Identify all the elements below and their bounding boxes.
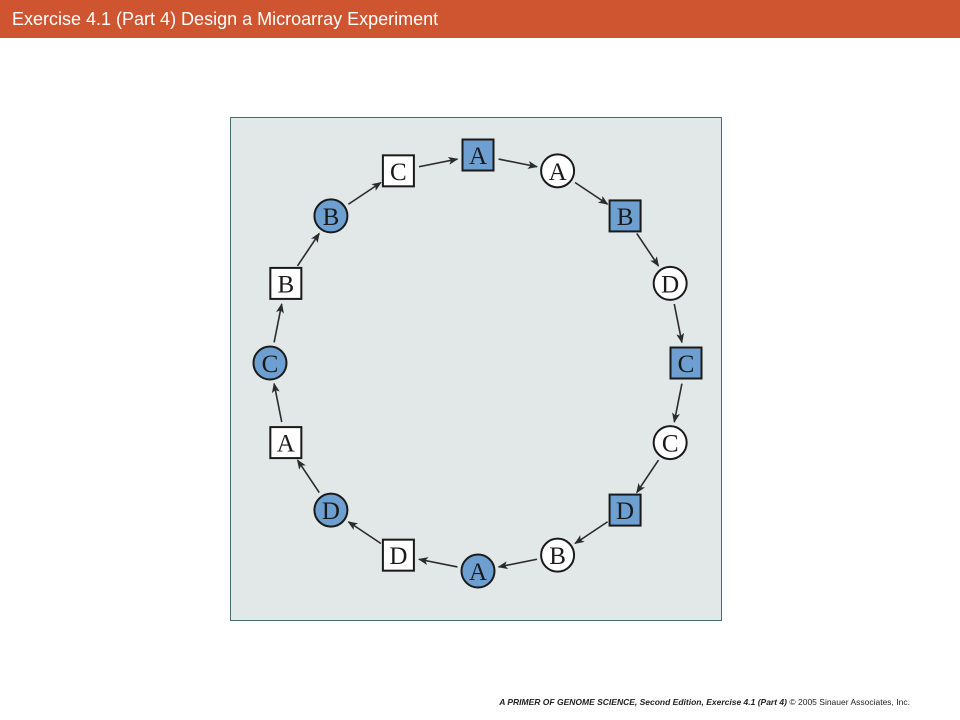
node-9: A [460,553,496,589]
node-group: A A B D C C D B A D D A C B B C [252,138,703,589]
node-10: D [381,538,415,572]
node-circle [460,553,496,589]
node-label: B [617,204,634,231]
node-label: B [277,271,294,298]
arrow-12 [271,382,283,423]
arrow-5 [672,383,683,423]
arrow-7 [574,521,609,545]
node-square [381,538,415,572]
arrow-8 [497,558,538,570]
arrow-13 [273,303,284,343]
node-2: A [540,153,576,189]
node-label: C [262,351,279,378]
node-square [669,346,703,380]
node-square [269,426,303,460]
node-label: A [277,431,295,458]
arrow-6 [636,459,660,494]
node-16: C [381,154,415,188]
node-circle [540,537,576,573]
node-6: C [652,425,688,461]
node-circle [252,345,288,381]
node-label: D [389,543,407,570]
node-circle [313,198,349,234]
node-label: D [616,498,634,525]
footer-book-title: A PRIMER OF GENOME SCIENCE, Second Editi… [499,697,787,707]
arrow-9 [418,557,458,568]
node-1: A [461,138,495,172]
node-label: A [549,159,567,186]
node-label: C [662,431,679,458]
arrow-16 [418,156,459,168]
node-7: D [608,493,642,527]
loop-design-diagram: A A B D C C D B A D D A C B B C [252,138,703,589]
node-circle [313,492,349,528]
node-label: B [549,543,566,570]
arrow-1 [498,158,538,169]
node-label: A [469,143,487,170]
arrow-11 [296,459,320,494]
header-bar: Exercise 4.1 (Part 4) Design a Microarra… [0,0,960,38]
page-title: Exercise 4.1 (Part 4) Design a Microarra… [12,9,439,29]
node-5: C [669,346,703,380]
node-circle [652,265,688,301]
node-label: C [390,159,407,186]
footer-credit: A PRIMER OF GENOME SCIENCE, Second Editi… [499,697,910,707]
node-square [381,154,415,188]
arrow-10 [347,521,382,545]
arrow-4 [673,303,685,344]
node-label: A [469,559,487,586]
arrow-14 [296,232,320,267]
node-label: D [661,271,679,298]
node-4: D [652,265,688,301]
node-3: B [608,199,642,233]
node-14: B [269,266,303,300]
node-square [608,199,642,233]
node-label: C [678,351,695,378]
arrow-group [271,156,685,570]
node-label: D [322,498,340,525]
node-11: D [313,492,349,528]
diagram-panel: A A B D C C D B A D D A C B B C [230,117,722,621]
node-square [608,493,642,527]
node-circle [652,425,688,461]
arrow-15 [347,181,382,205]
node-square [461,138,495,172]
node-square [269,266,303,300]
footer-copyright: © 2005 Sinauer Associates, Inc. [789,697,910,707]
node-13: C [252,345,288,381]
node-15: B [313,198,349,234]
arrow-2 [574,181,609,205]
node-circle [540,153,576,189]
node-8: B [540,537,576,573]
node-label: B [323,204,340,231]
node-12: A [269,426,303,460]
arrow-3 [636,232,660,267]
